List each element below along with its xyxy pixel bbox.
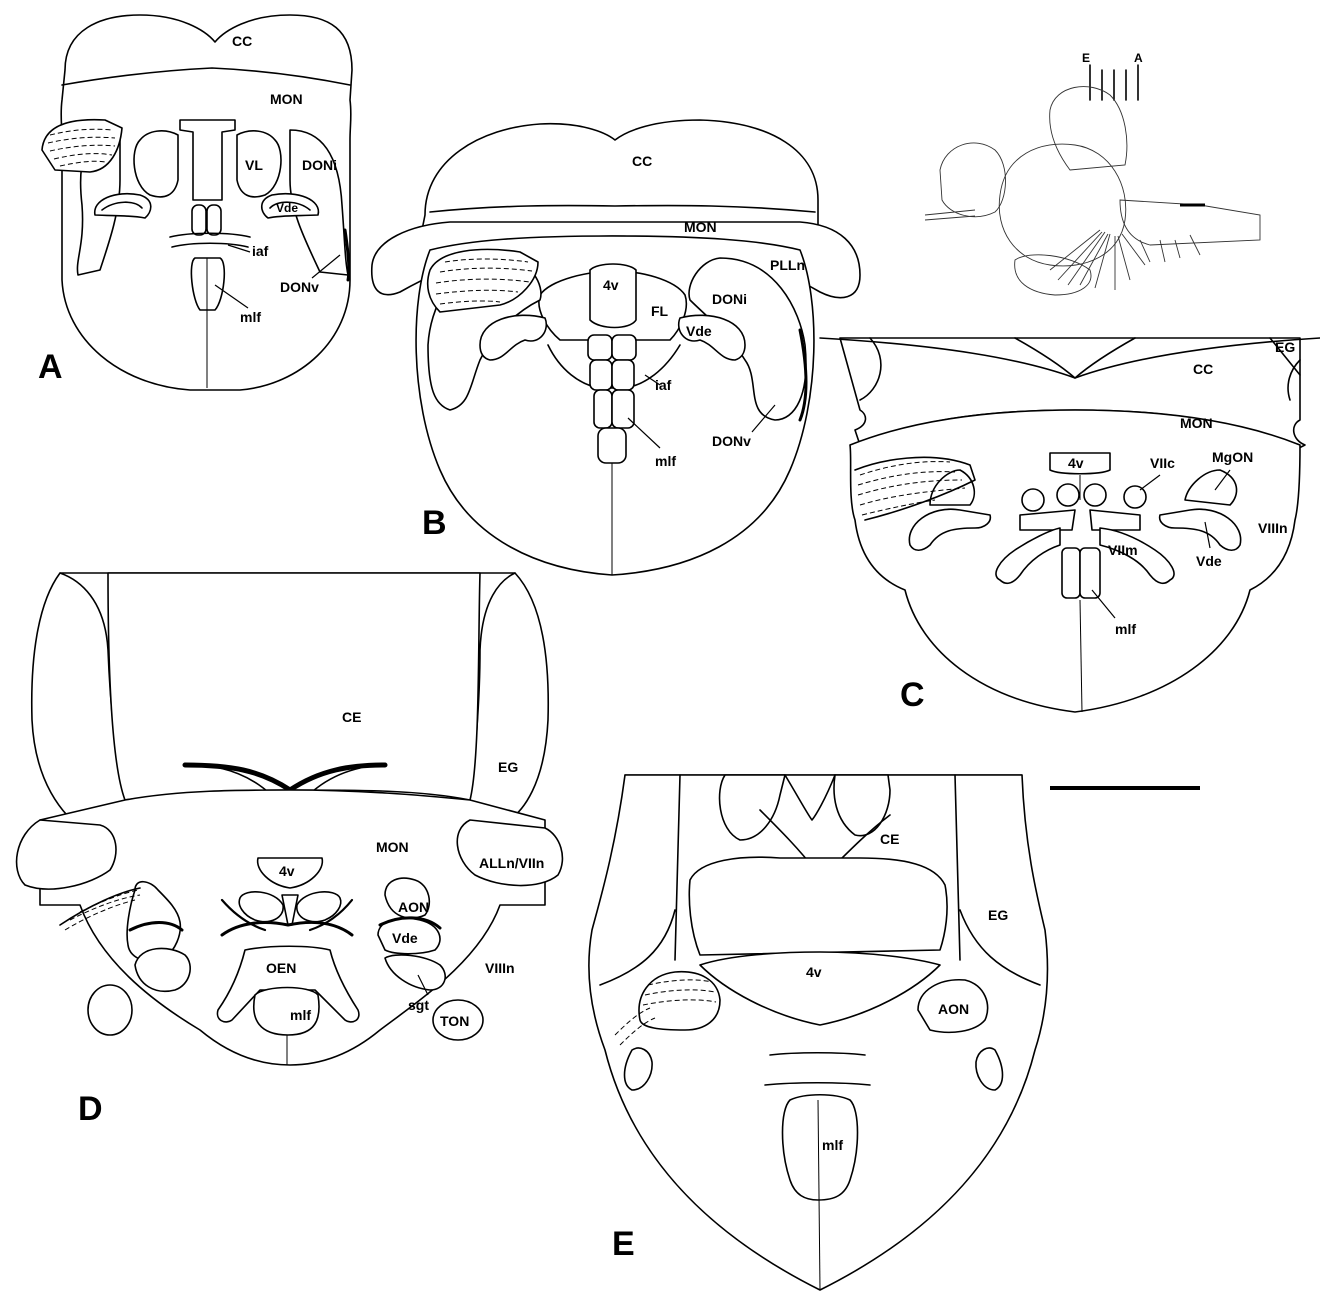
panel-d-label-ce: CE xyxy=(342,709,361,725)
inset-nerve-roots xyxy=(1050,230,1200,290)
inset-telencephalon xyxy=(940,143,1006,217)
panel-a-mlf-upper-left xyxy=(192,205,206,235)
inset-mark-a: A xyxy=(1134,51,1143,65)
panel-b-label-fl: FL xyxy=(651,303,669,319)
panel-a-label-doni: DONi xyxy=(302,157,337,173)
panel-e-label-ce: CE xyxy=(880,831,899,847)
panel-d-label-alln: ALLn/VIIn xyxy=(479,855,544,871)
panel-a-label-cc: CC xyxy=(232,33,252,49)
panel-a-label-iaf: iaf xyxy=(252,243,269,259)
panel-c-label-viic: VIIc xyxy=(1150,455,1175,471)
panel-d-label-mlf: mlf xyxy=(290,1007,311,1023)
panel-a-label-donv: DONv xyxy=(280,279,319,295)
panel-d-label-4v: 4v xyxy=(279,863,295,879)
panel-c-label-4v: 4v xyxy=(1068,455,1084,471)
inset-mark-e: E xyxy=(1082,51,1090,65)
panel-c-label-mon: MON xyxy=(1180,415,1213,431)
panel-d-lobe-bottom-left xyxy=(88,985,132,1035)
panel-b-letter: B xyxy=(422,504,447,542)
panel-e-outer xyxy=(589,775,1048,1290)
panel-d-central-lobes xyxy=(239,892,341,925)
panel-e-label-aon: AON xyxy=(938,1001,969,1017)
panel-c: CC EG MON 4v VIIc MgON VIIIn VIIm Vde ml… xyxy=(820,338,1320,714)
panel-d-label-sgt: sgt xyxy=(408,997,429,1013)
inset-olfactory-tract-2 xyxy=(925,216,975,220)
panel-b-label-cc: CC xyxy=(632,153,652,169)
panel-b: CC MON PLLn 4v FL DONi Vde iaf DONv mlf … xyxy=(372,120,860,575)
panel-c-label-viiin: VIIIn xyxy=(1258,520,1288,536)
panel-a-mlf-upper-right xyxy=(207,205,221,235)
panel-d-label-ton: TON xyxy=(440,1013,469,1029)
panel-d-label-oen: OEN xyxy=(266,960,296,976)
panel-b-label-vde: Vde xyxy=(686,323,712,339)
panel-a-vl-left xyxy=(134,131,178,197)
panel-c-label-vde: Vde xyxy=(1196,553,1222,569)
panel-c-label-cc: CC xyxy=(1193,361,1213,377)
panel-a-label-mlf: mlf xyxy=(240,309,261,325)
panel-d-label-aon: AON xyxy=(398,899,429,915)
inset-lateral-brain: E A xyxy=(925,51,1260,295)
panel-e-inner-chamber xyxy=(689,857,947,955)
panel-e-label-eg: EG xyxy=(988,907,1008,923)
panel-d-ce xyxy=(108,573,480,800)
panel-b-label-mlf: mlf xyxy=(655,453,676,469)
panel-d-label-vde: Vde xyxy=(392,930,418,946)
panel-e-letter: E xyxy=(612,1225,635,1263)
panel-d-label-mon: MON xyxy=(376,839,409,855)
inset-olfactory-tract xyxy=(925,210,975,215)
panel-e-label-mlf: mlf xyxy=(822,1137,843,1153)
panel-b-label-iaf: iaf xyxy=(655,377,672,393)
panel-d-eg-right xyxy=(470,573,548,825)
panel-c-label-mgon: MgON xyxy=(1212,449,1253,465)
panel-a-label-vde: Vde xyxy=(276,201,298,215)
inset-medulla xyxy=(1120,200,1260,245)
panel-e-mlf xyxy=(783,1095,858,1200)
panel-b-label-mon: MON xyxy=(684,219,717,235)
panel-b-label-doni: DONi xyxy=(712,291,747,307)
panel-a-label-mon: MON xyxy=(270,91,303,107)
panel-c-letter: C xyxy=(900,676,925,714)
panel-c-label-viim: VIIm xyxy=(1108,542,1138,558)
panel-c-mlf xyxy=(1062,548,1100,598)
panel-e-label-4v: 4v xyxy=(806,964,822,980)
panel-a-mlf xyxy=(191,258,224,310)
panel-d: CE EG MON ALLn/VIIn 4v AON Vde OEN VIIIn… xyxy=(17,573,563,1128)
panel-b-label-donv: DONv xyxy=(712,433,751,449)
panel-a-letter: A xyxy=(38,348,63,386)
panel-e: CE EG 4v AON mlf E xyxy=(589,775,1200,1290)
panel-d-label-eg: EG xyxy=(498,759,518,775)
inset-optic-tectum xyxy=(999,144,1126,266)
panel-c-label-eg: EG xyxy=(1275,339,1295,355)
inset-hypothalamus xyxy=(1015,255,1091,295)
panel-a: CC MON VL DONi Vde iaf DONv mlf A xyxy=(38,15,352,390)
panel-b-label-4v: 4v xyxy=(603,277,619,293)
inset-cerebellum xyxy=(1050,87,1127,170)
panel-d-label-viiin: VIIIn xyxy=(485,960,515,976)
panel-d-letter: D xyxy=(78,1090,103,1128)
panel-b-label-plln: PLLn xyxy=(770,257,805,273)
panel-c-label-mlf: mlf xyxy=(1115,621,1136,637)
panel-b-4v xyxy=(590,264,636,328)
panel-a-label-vl: VL xyxy=(245,157,263,173)
